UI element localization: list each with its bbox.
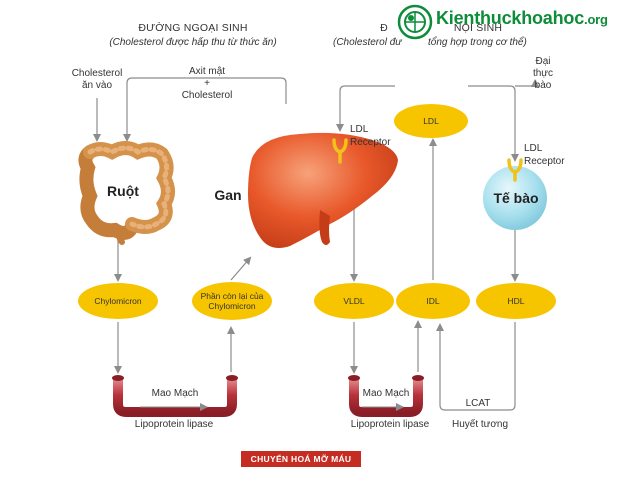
macrophage-label-2: thực [532,68,554,79]
intestine-icon [78,141,175,245]
capillary-label-2: Mao Mạch [362,388,410,399]
chylomicron-node: Chylomicron [78,283,158,319]
endogenous-subtitle-tail: tổng hợp trong cơ thể) [428,37,527,48]
dietary-cholesterol-label-2: ăn vào [81,80,113,91]
capillary-label-1: Mao Mạch [151,388,199,399]
bile-acid-label: Axit mật [188,66,226,77]
arrow-ldl-to-cell [468,85,519,162]
exogenous-title: ĐƯỜNG NGOẠI SINH [138,22,248,34]
capillary-vessel-1-icon [112,375,238,417]
exogenous-subtitle: (Cholesterol được hấp thu từ thức ăn) [109,37,277,48]
capillary-vessel-2-icon [348,375,424,417]
ldl-receptor-cell-icon [507,158,523,182]
arrow-hdl-lcat-to-idl [436,322,516,411]
ldl-receptor-liver-label: LDL [350,124,369,135]
ldl-receptor-cell-label: LDL [524,143,543,154]
lipase-label-1: Lipoprotein lipase [134,419,214,430]
watermark-logo [393,3,618,41]
macrophage-label: Đại [535,56,551,67]
chylomicron-remnant-label-1: Phần còn lại của [200,291,264,301]
lipase-label-2: Lipoprotein lipase [350,419,430,430]
macrophage-label-3: bào [534,80,552,91]
watermark-text-part-1: Kienthuc [436,8,512,28]
intestine-label: Ruột [107,183,139,199]
plus-label: + [204,78,210,89]
idl-node: IDL [396,283,470,319]
endogenous-title: Đ [380,22,388,34]
vldl-node: VLDL [314,283,394,319]
chylomicron-remnant-node: Phần còn lại của Chylomicron [192,282,272,320]
arrow-remnant-to-liver [230,256,252,281]
watermark-text: Kienthuckhoahoc.org [436,8,608,29]
plasma-label: Huyết tương [451,419,509,430]
hdl-node: HDL [476,283,556,319]
arrow-to-macrophage [515,79,539,88]
arrow-ldl-to-liver [336,85,395,132]
watermark-text-part-2: khoahoc [511,8,585,28]
ldl-top-node: LDL [394,104,468,138]
ldl-receptor-cell-label-2: Receptor [524,156,565,167]
liver-icon [248,132,398,248]
target-cell-icon [483,166,547,230]
ldl-receptor-liver-icon [332,138,348,164]
cholesterol-label: Cholesterol [181,90,233,101]
ldl-receptor-liver-label-2: Receptor [350,137,391,148]
arrow-bile-loop [123,77,287,142]
cell-label: Tế bào [493,190,539,206]
footer-banner: CHUYỂN HOÁ MỠ MÁU [241,451,361,467]
chylomicron-remnant-label-2: Chylomicron [208,301,256,311]
dietary-cholesterol-label: Cholesterol [71,68,123,79]
liver-label: Gan [214,187,242,203]
endogenous-title-tail: NỘI SINH [453,22,503,34]
lcat-label: LCAT [465,398,491,409]
endogenous-subtitle-head: (Cholesterol đư [333,37,402,48]
watermark-domain: .org [584,12,608,27]
watermark-globe-icon [397,4,433,40]
